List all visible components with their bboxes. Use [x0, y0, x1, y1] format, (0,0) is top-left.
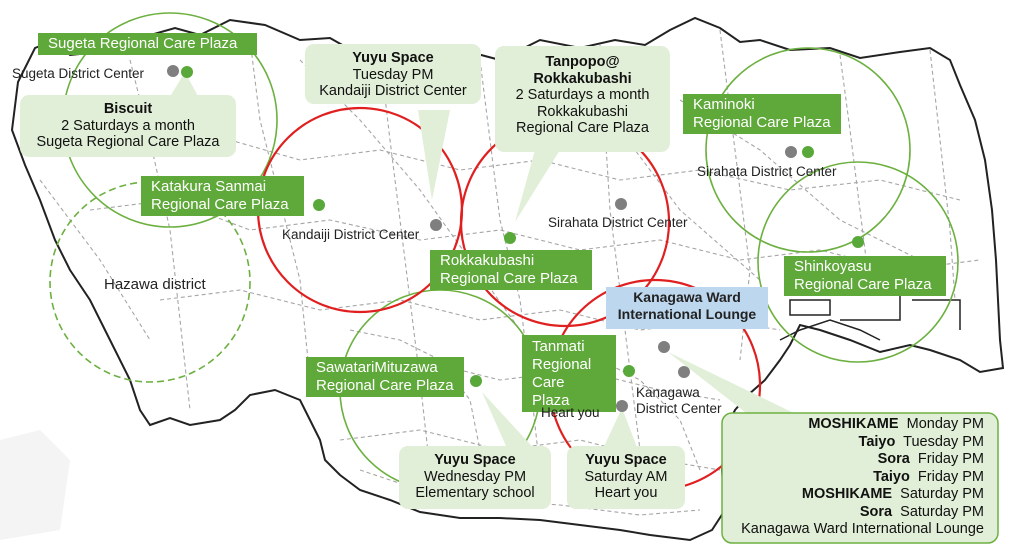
- callout-yuyu-tuesday-title: Yuyu Space: [352, 50, 434, 66]
- schedule-time: Friday PM: [917, 468, 984, 485]
- kanagawa-dc-line2: District Center: [636, 401, 722, 416]
- callout-bodies: [20, 44, 999, 544]
- schedule-time: Saturday PM: [900, 486, 984, 502]
- schedule-row: MOSHIKAME Monday PM: [730, 416, 984, 434]
- schedule-place: Kanagawa Ward International Lounge: [741, 521, 984, 537]
- plaza-shinkoyasu-line2: Regional Care Plaza: [794, 276, 932, 293]
- kanagawa-dc-dot: [678, 366, 690, 378]
- pier-line: [779, 319, 881, 341]
- plaza-sawatari-line1: SawatariMituzawa: [316, 359, 438, 376]
- callout-biscuit-title: Biscuit: [103, 101, 153, 117]
- sirahata-dc2-dot: [785, 146, 797, 158]
- pier-block: [789, 299, 831, 316]
- callout-yuyu-saturday-place: Heart you: [594, 485, 658, 501]
- sirahata-dc2-label: Sirahata District Center: [697, 164, 837, 179]
- schedule-time: Friday PM: [917, 451, 984, 467]
- location-dots: [167, 65, 864, 412]
- sirahata-dc-label: Sirahata District Center: [548, 215, 688, 230]
- callout-yuyu-wednesday-place: Elementary school: [415, 485, 535, 501]
- katakura-plaza-dot: [313, 199, 325, 211]
- kandaiji-dc-label: Kandaiji District Center: [282, 227, 420, 242]
- kandaiji-dc-dot: [430, 219, 442, 231]
- schedule-group: Taiyo: [873, 468, 910, 485]
- plaza-kaminoki-line2: Regional Care Plaza: [693, 114, 831, 131]
- schedule-row: Taiyo Tuesday PM: [730, 434, 984, 452]
- lounge-line2: International Lounge: [617, 306, 757, 322]
- callout-pointers: [168, 72, 800, 455]
- rokkakubashi-plaza-dot: [504, 232, 516, 244]
- plaza-tanmati-line1: Tanmati: [532, 338, 585, 355]
- plaza-rokkakubashi-line1: Rokkakubashi: [440, 252, 535, 269]
- callout-tanpopo-place1: Rokkakubashi: [536, 103, 629, 120]
- sugeta-dc-dot: [167, 65, 179, 77]
- callout-tanpopo-title1: Tanpopo@: [545, 54, 620, 70]
- callout-tanpopo: Tanpopo@ Rokkakubashi 2 Saturdays a mont…: [495, 46, 670, 152]
- schedule-row: Sora Saturday PM: [730, 504, 984, 522]
- shinkoyasu-circle: [757, 161, 959, 363]
- schedule-group: MOSHIKAME: [801, 486, 893, 502]
- sugeta-dc-label: Sugeta District Center: [12, 66, 145, 81]
- plaza-shinkoyasu-line1: Shinkoyasu: [794, 258, 872, 275]
- callout-tanpopo-title2: Rokkakubashi: [533, 70, 632, 87]
- callout-yuyu-tuesday: Yuyu Space Tuesday PM Kandaiji District …: [305, 44, 481, 104]
- callout-yuyu-wednesday: Yuyu Space Wednesday PM Elementary schoo…: [399, 446, 551, 509]
- plaza-katakura-line2: Regional Care Plaza: [151, 196, 289, 213]
- callout-yuyu-tuesday-schedule: Tuesday PM: [352, 66, 434, 83]
- plaza-rokkakubashi-line2: Regional Care Plaza: [440, 270, 578, 287]
- callout-biscuit-schedule: 2 Saturdays a month: [61, 117, 195, 134]
- hazawa-district-label: Hazawa district: [104, 276, 206, 293]
- schedule-group: MOSHIKAME: [808, 416, 899, 432]
- callout-biscuit: Biscuit 2 Saturdays a month Sugeta Regio…: [20, 95, 236, 157]
- sugeta-plaza-dot: [181, 66, 193, 78]
- schedule-time: Saturday PM: [900, 503, 984, 520]
- lounge-dot: [658, 341, 670, 353]
- kaminoki-plaza-dot: [802, 146, 814, 158]
- callout-biscuit-place: Sugeta Regional Care Plaza: [36, 134, 220, 150]
- lounge-line1: Kanagawa Ward: [633, 289, 741, 305]
- schedule-row: Sora Friday PM: [730, 451, 984, 469]
- callout-yuyu-tuesday-place: Kandaiji District Center: [319, 83, 467, 99]
- schedule-row: Taiyo Friday PM: [730, 469, 984, 487]
- callout-lounge-schedule: MOSHIKAME Monday PM Taiyo Tuesday PM Sor…: [722, 413, 998, 543]
- sawatari-plaza-dot: [470, 375, 482, 387]
- callout-yuyu-wednesday-title: Yuyu Space: [434, 452, 516, 468]
- callout-tanpopo-schedule: 2 Saturdays a month: [515, 87, 650, 103]
- callout-yuyu-wednesday-schedule: Wednesday PM: [423, 468, 527, 485]
- background-shape: [0, 430, 70, 540]
- schedule-group: Sora: [859, 503, 893, 520]
- pier-block: [912, 299, 961, 330]
- schedule-time: Monday PM: [906, 416, 984, 432]
- schedule-time: Tuesday PM: [903, 433, 984, 450]
- plaza-sawatari-line2: Regional Care Plaza: [316, 377, 454, 394]
- plaza-kaminoki-line1: Kaminoki: [693, 96, 755, 113]
- heart-you-label: Heart you: [541, 405, 600, 420]
- heart-you-dot: [616, 400, 628, 412]
- schedule-row: MOSHIKAME Saturday PM: [730, 486, 984, 504]
- plaza-sugeta: Sugeta Regional Care Plaza: [38, 33, 257, 55]
- shinkoyasu-plaza-dot: [852, 236, 864, 248]
- callout-tanpopo-place2: Regional Care Plaza: [516, 120, 649, 136]
- kaminoki-circle: [705, 47, 911, 253]
- hazawa-circle: [49, 181, 251, 383]
- callout-yuyu-saturday: Yuyu Space Saturday AM Heart you: [567, 446, 685, 509]
- callout-yuyu-saturday-title: Yuyu Space: [585, 452, 667, 468]
- plaza-katakura-line1: Katakura Sanmai: [151, 178, 267, 195]
- plaza-tanmati-line2: Regional: [532, 356, 592, 373]
- schedule-group: Taiyo: [858, 433, 896, 450]
- callout-yuyu-saturday-schedule: Saturday AM: [584, 468, 668, 485]
- sirahata-dc-dot: [615, 198, 627, 210]
- kanagawa-dc-line1: Kanagawa: [636, 385, 700, 400]
- tanmati-plaza-dot: [623, 365, 635, 377]
- plaza-tanmati-line3: Care Plaza: [532, 374, 570, 409]
- schedule-group: Sora: [877, 451, 910, 467]
- plaza-sugeta-label: Sugeta Regional Care Plaza: [48, 35, 238, 52]
